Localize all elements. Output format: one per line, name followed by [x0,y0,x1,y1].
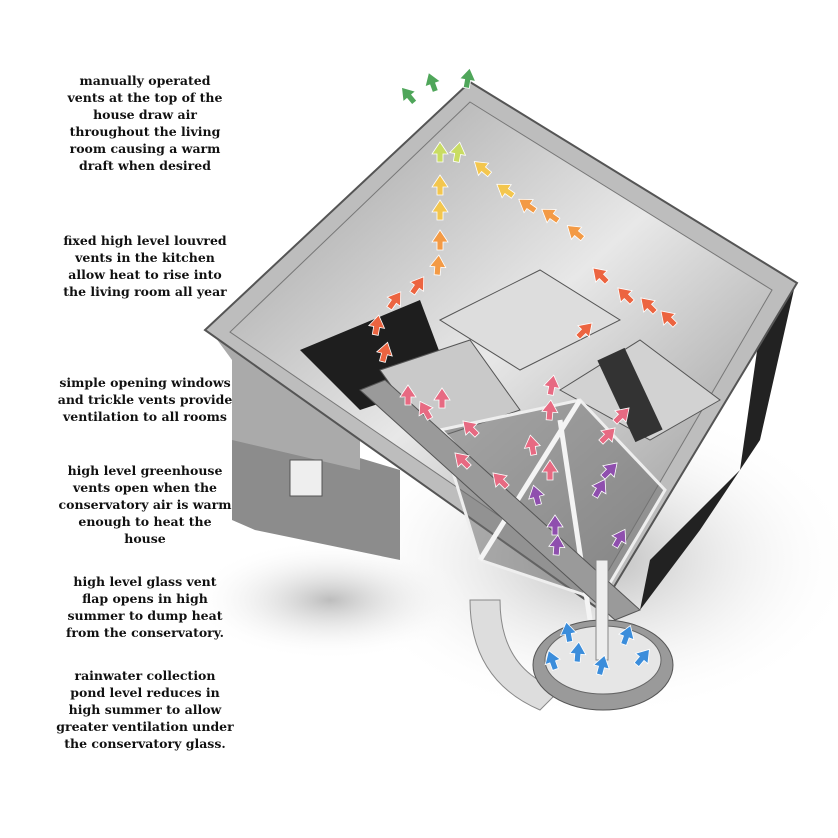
airflow-arrow-yellow [431,174,449,196]
airflow-arrow-blue [544,649,562,671]
ground-shadow-left [190,540,470,660]
airflow-arrow-orange [518,198,538,214]
airflow-arrow-orange [566,225,586,242]
roof-slope [359,379,641,621]
stair-room [438,269,622,371]
pond-column [595,559,609,661]
airflow-arrow-pink [462,420,480,438]
airflow-arrow-red [575,322,593,340]
airflow-arrow-blue [617,624,635,646]
airflow-arrow-red [386,291,402,311]
annotation-top-vents: manually operated vents at the top of th… [67,73,223,173]
airflow-arrow-pink [523,434,542,456]
airflow-arrow-blue [569,641,587,663]
right-wall [640,285,795,610]
airflow-arrow-blue [559,621,578,643]
airflow-arrow-red [409,276,425,296]
annotation-rainwater-pond: rainwater collection pond level reduces … [56,668,234,751]
conservatory-glass [438,398,667,602]
airflow-arrow-blue [633,648,650,668]
airflow-arrow-red [375,341,393,363]
airflow-arrow-orange [431,229,449,251]
airflow-arrow-pink [399,384,417,406]
airflow-arrow-orange [541,208,561,224]
exterior-stairs [469,599,561,711]
airflow-arrow-lime [431,141,449,163]
annotation-windows: simple opening windows and trickle vents… [57,375,233,424]
clad-wall [210,330,360,470]
airflow-arrow-pink [433,387,451,409]
airflow-arrow-yellow [496,183,516,199]
window [289,459,323,497]
airflow-arrow-red [617,287,635,305]
airflow-arrow-lime [448,141,467,163]
airflow-arrow-yellow [431,199,449,221]
annotation-kitchen-louvres: fixed high level louvred vents in the ki… [63,233,227,299]
airflow-arrow-pink [541,459,559,481]
airflow-arrow-blue [592,654,610,676]
airflow-arrow-purple [611,528,627,549]
airflow-arrow-green [458,67,477,89]
airflow-arrow-purple [600,462,618,480]
airflow-arrow-purple [591,478,607,499]
airflow-arrow-pink [454,452,472,470]
airflow-arrow-red [367,314,386,336]
airflow-arrow-pink [612,407,630,425]
airflow-arrow-pink [541,399,559,421]
airflow-arrow-pink [598,427,616,445]
bench [597,347,663,443]
airflow-arrow-green [401,86,418,106]
airflow-arrow-pink [492,472,510,490]
airflow-arrow-purple [548,534,566,556]
airflow-arrow-purple [528,484,546,506]
airflow-arrow-orange [429,254,447,276]
airflow-arrow-purple [546,514,564,536]
airflow-arrow-pink [418,400,434,421]
airflow-arrow-red [660,310,678,328]
airflow-arrows [367,67,678,676]
annotation-glass-vent-flap: high level glass vent flap opens in high… [66,574,224,640]
airflow-arrow-red [640,297,658,315]
airflow-arrow-green [424,71,442,93]
airflow-arrow-pink [542,374,561,396]
airflow-arrow-yellow [473,161,493,178]
airflow-arrow-red [592,267,610,285]
annotation-greenhouse-vents: high level greenhouse vents open when th… [58,463,232,546]
